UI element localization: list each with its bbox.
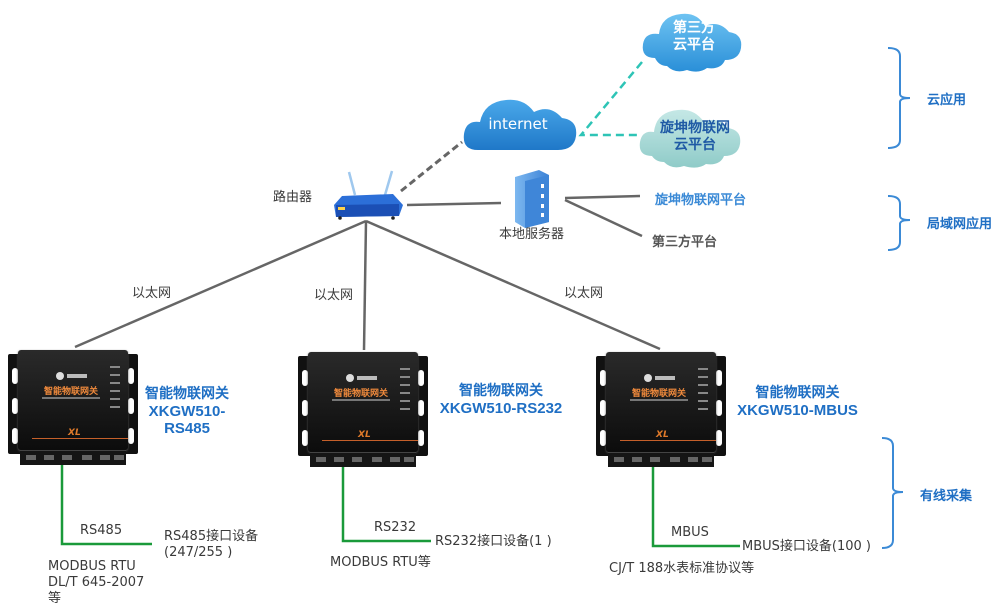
xl-logo-icon: XL (68, 428, 81, 438)
cloud-label-line: 旋坤物联网 (660, 120, 730, 136)
third-party-cloud: 第三方 云平台 (660, 20, 728, 54)
device-desc-mbus: MBUS接口设备(100 ) (742, 539, 871, 555)
ethernet-label-2: 以太网 (314, 288, 354, 303)
brand-logo-icon (644, 374, 652, 382)
cloud-label-line: 云平台 (673, 37, 715, 53)
server-icon (515, 170, 549, 228)
device-desc-line: RS485接口设备 (164, 529, 259, 544)
internet-cloud: internet (488, 115, 548, 133)
device-name: 智能物联网关 (333, 389, 388, 399)
internet-cloud-links (578, 61, 643, 137)
cloud-app-label: 云应用 (927, 93, 967, 108)
protocol-line: MODBUS RTU (48, 559, 136, 574)
router-server-link (406, 201, 502, 207)
device-model-plate (42, 397, 100, 399)
device-desc-rs232: RS232接口设备(1 ) (435, 534, 552, 550)
gateway-title: 智能物联网关 (145, 386, 229, 402)
bracket-lan-app (887, 195, 911, 251)
gateway-label-rs232: 智能物联网关 XKGW510-RS232 (436, 383, 566, 417)
brand-logo-icon (56, 372, 64, 380)
device-desc-line: (247/255 ) (164, 545, 233, 560)
brand-text (655, 376, 675, 380)
gateway-device-mbus: 智能物联网关 XL (596, 352, 726, 467)
orange-stripe (32, 438, 128, 439)
device-body: 智能物联网关 XL (308, 352, 418, 452)
device-body: 智能物联网关 XL (18, 350, 128, 450)
internet-cloud-icon (463, 99, 577, 150)
device-desc-line: RS232接口设备(1 ) (435, 534, 552, 549)
server-third-platform-link (564, 198, 643, 238)
rs232-bus-line (341, 466, 431, 543)
gateway-label-rs485: 智能物联网关 XKGW510-RS485 (132, 386, 242, 437)
device-name: 智能物联网关 (43, 387, 98, 397)
router-label: 路由器 (273, 190, 313, 205)
device-model-plate (332, 399, 390, 401)
cloud-label-line: 云平台 (674, 137, 716, 153)
xl-logo-icon: XL (656, 430, 669, 440)
device-ports (20, 450, 126, 465)
gateway-model: XKGW510-RS485 (148, 403, 226, 437)
gateway-title: 智能物联网关 (459, 383, 543, 399)
rs485-bus-line (60, 464, 152, 546)
device-ports (608, 452, 714, 467)
bus-label-rs232: RS232 (374, 520, 417, 535)
gateway-label-mbus: 智能物联网关 XKGW510-MBUS (735, 385, 860, 419)
xk-platform-label: 旋坤物联网平台 (655, 193, 747, 208)
status-leds (400, 368, 412, 416)
brand-text (67, 374, 87, 378)
server-xk-platform-link (564, 194, 641, 200)
protocol-line: MODBUS RTU等 (330, 555, 431, 570)
status-leds (110, 366, 122, 414)
bracket-wired-collect (881, 437, 904, 549)
device-desc-line: MBUS接口设备(100 ) (742, 539, 871, 554)
status-leds (698, 368, 710, 416)
xk-cloud-icon (639, 109, 741, 168)
gateway-model: XKGW510-RS232 (439, 400, 563, 417)
cloud-label-line: 第三方 (673, 20, 715, 36)
xk-cloud: 旋坤物联网 云平台 (650, 120, 740, 154)
server-label: 本地服务器 (499, 227, 565, 242)
protocols-rs485: MODBUS RTU DL/T 645-2007 等 (48, 559, 144, 607)
gateway-device-rs485: 智能物联网关 XL (8, 350, 138, 465)
protocols-rs232: MODBUS RTU等 (330, 555, 431, 571)
bracket-cloud-app (887, 47, 911, 149)
router-internet-link (400, 140, 463, 193)
protocol-line: 等 (48, 591, 62, 606)
protocol-line: CJ/T 188水表标准协议等 (609, 561, 755, 576)
brand-text (357, 376, 377, 380)
bus-label-rs485: RS485 (80, 523, 123, 538)
protocol-line: DL/T 645-2007 (48, 575, 145, 590)
mbus-bus-line (651, 466, 740, 548)
device-name: 智能物联网关 (631, 389, 686, 399)
ethernet-label-3: 以太网 (564, 286, 604, 301)
device-model-plate (630, 399, 688, 401)
device-ports (310, 452, 416, 467)
device-body: 智能物联网关 XL (606, 352, 716, 452)
xl-logo-icon: XL (358, 430, 371, 440)
orange-stripe (322, 440, 418, 441)
ethernet-link-2 (362, 220, 368, 351)
gateway-model: XKGW510-MBUS (737, 402, 858, 419)
protocols-mbus: CJ/T 188水表标准协议等 (609, 561, 754, 577)
router-icon (334, 170, 403, 220)
third-party-cloud-icon (642, 13, 742, 72)
ethernet-link-3 (365, 219, 661, 351)
third-party-platform-label: 第三方平台 (652, 235, 718, 250)
wired-collect-label: 有线采集 (920, 489, 973, 504)
gateway-device-rs232: 智能物联网关 XL (298, 352, 428, 467)
brand-logo-icon (346, 374, 354, 382)
gateway-title: 智能物联网关 (755, 385, 840, 401)
device-desc-rs485: RS485接口设备 (247/255 ) (164, 529, 258, 561)
lan-app-label: 局域网应用 (927, 217, 993, 232)
ethernet-label-1: 以太网 (132, 286, 172, 301)
ethernet-link-1 (74, 219, 367, 349)
orange-stripe (620, 440, 716, 441)
bus-label-mbus: MBUS (671, 525, 709, 540)
